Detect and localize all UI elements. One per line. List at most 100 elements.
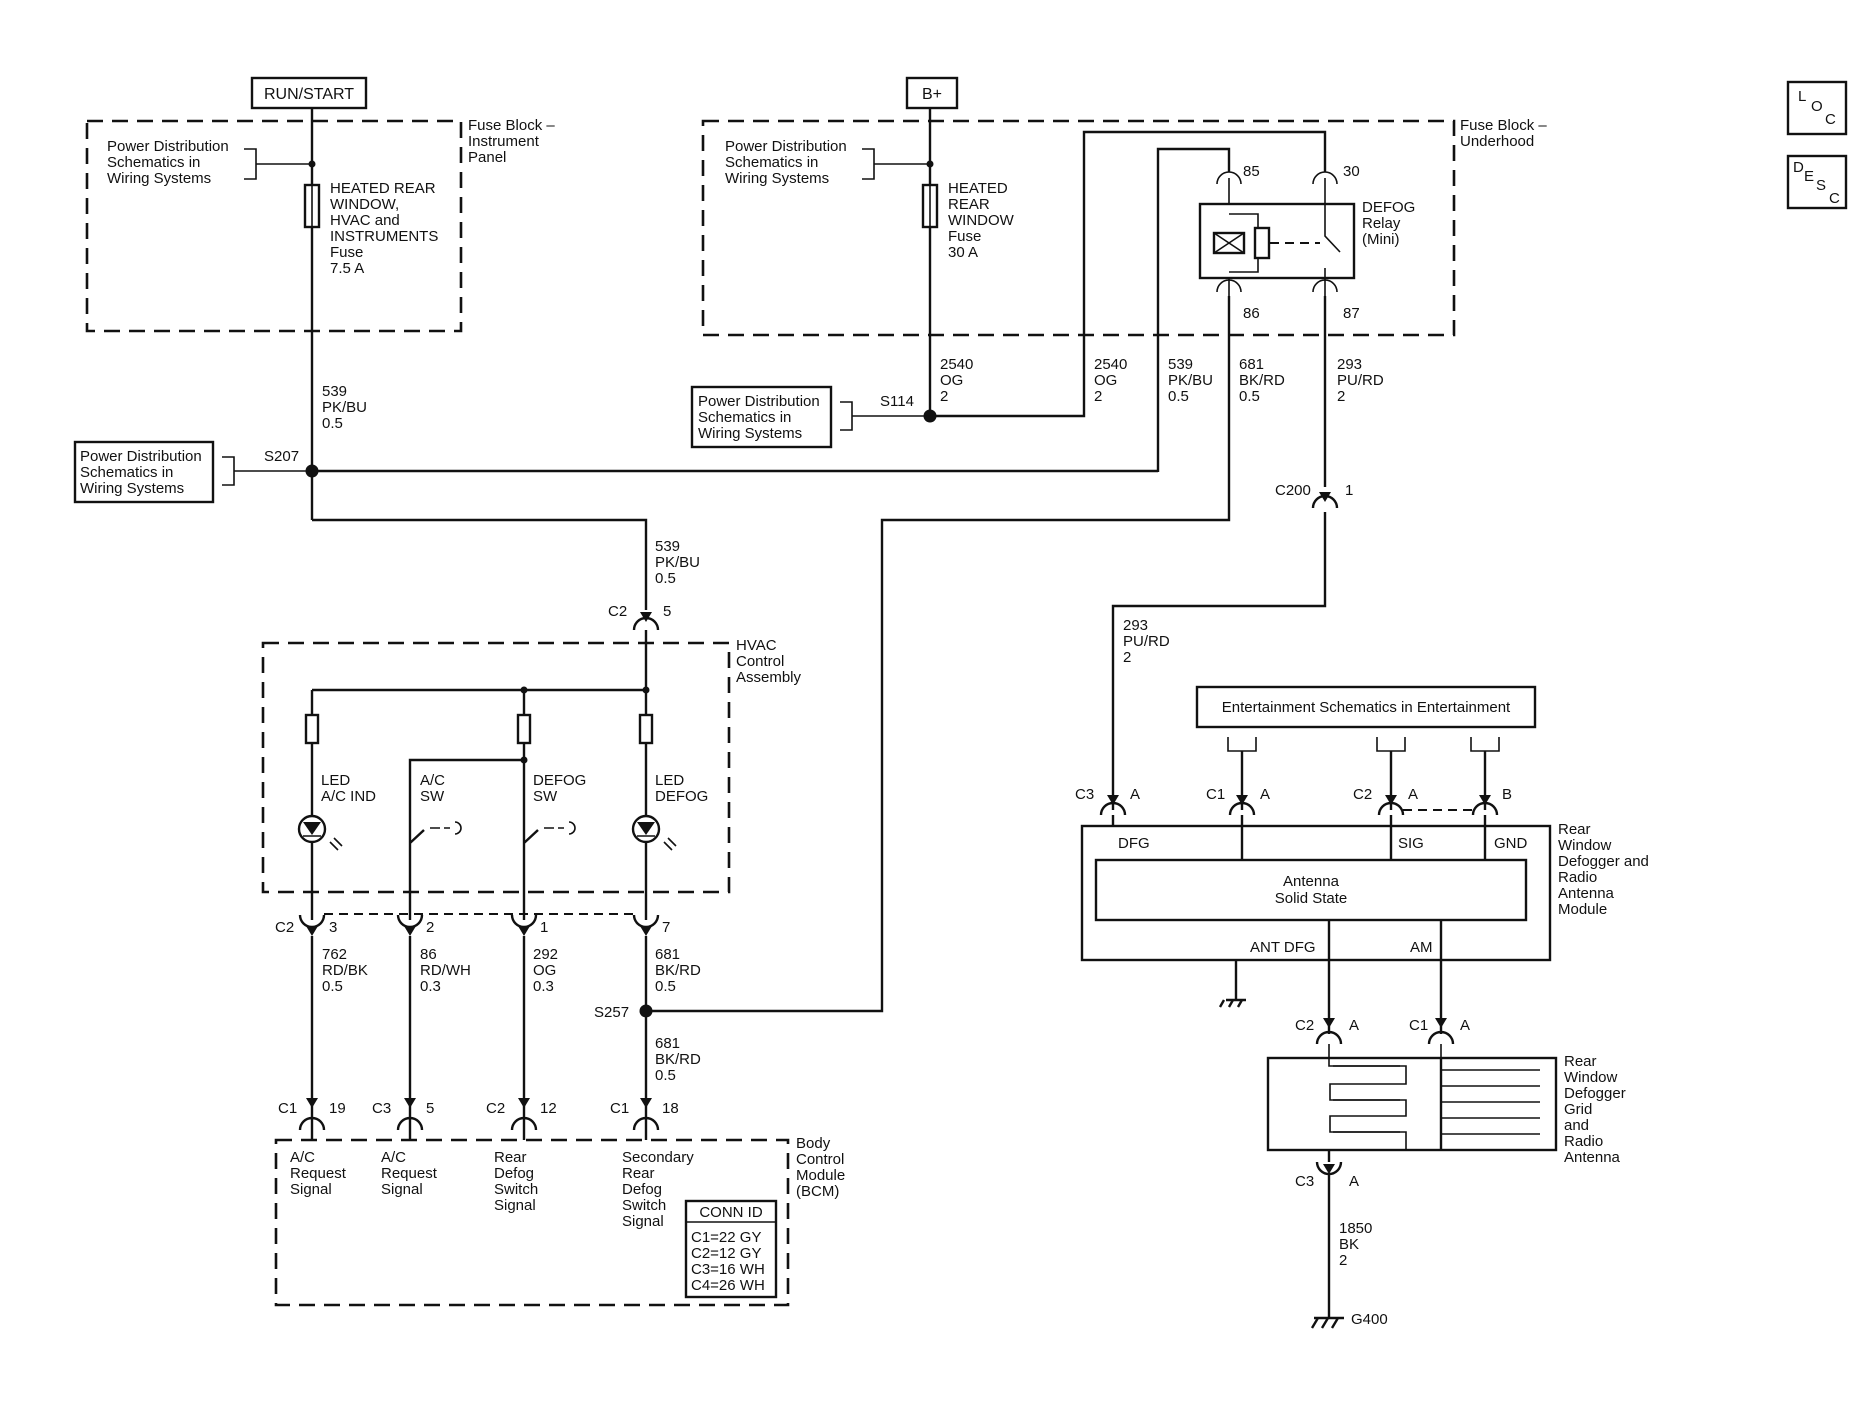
wire-293-purd-a: 293 PU/RD 2 [1337, 356, 1384, 405]
svg-text:539: 539 [655, 538, 680, 555]
svg-text:2: 2 [426, 919, 434, 936]
svg-text:WINDOW: WINDOW [948, 212, 1015, 229]
wire-539-pkbu-c: 539 PK/BU 0.5 [655, 538, 700, 587]
svg-text:Fuse: Fuse [948, 228, 981, 245]
entertainment-reference: Entertainment Schematics in Entertainmen… [1195, 685, 1537, 752]
svg-text:C2: C2 [608, 603, 627, 620]
svg-text:3: 3 [329, 919, 337, 936]
svg-text:A/C: A/C [420, 772, 445, 789]
svg-text:293: 293 [1123, 617, 1148, 634]
svg-text:2: 2 [1339, 1252, 1347, 1269]
svg-text:C1: C1 [278, 1100, 297, 1117]
svg-text:Power Distribution: Power Distribution [725, 138, 847, 155]
wire-681-bkrd-a: 681 BK/RD 0.5 [1239, 356, 1285, 405]
relay-pin-86: 86 [1243, 305, 1260, 322]
svg-text:293: 293 [1337, 356, 1362, 373]
svg-text:C3: C3 [1075, 786, 1094, 803]
svg-text:DEFOG: DEFOG [1362, 199, 1415, 216]
svg-text:C200: C200 [1275, 482, 1311, 499]
svg-text:681: 681 [655, 946, 680, 963]
ac-switch: A/C SW [408, 772, 462, 920]
svg-text:C2=12 GY: C2=12 GY [691, 1245, 761, 1262]
svg-text:S257: S257 [594, 1004, 629, 1021]
svg-text:C1: C1 [1409, 1017, 1428, 1034]
svg-text:S114: S114 [880, 393, 914, 410]
bcm-input-rear-defog-switch: Rear Defog Switch Signal [494, 1149, 538, 1214]
svg-text:Entertainment Schematics in En: Entertainment Schematics in Entertainmen… [1222, 699, 1511, 716]
svg-text:Defog: Defog [622, 1181, 662, 1198]
svg-text:HVAC and: HVAC and [330, 212, 400, 229]
svg-text:INSTRUMENTS: INSTRUMENTS [330, 228, 438, 245]
svg-text:Wiring Systems: Wiring Systems [725, 170, 829, 187]
svg-text:2540: 2540 [940, 356, 973, 373]
connector-c2-5: C2 5 [608, 603, 671, 631]
pds-reference-s114: Power Distribution Schematics in Wiring … [690, 385, 930, 449]
fuse-7-5a: HEATED REAR WINDOW, HVAC and INSTRUMENTS… [303, 180, 438, 277]
relay-pin-85: 85 [1243, 163, 1260, 180]
svg-text:681: 681 [655, 1035, 680, 1052]
fuse-30a: HEATED REAR WINDOW Fuse 30 A [921, 180, 1015, 261]
wire-86-rdwh: 86 RD/WH 0.3 [420, 946, 471, 995]
svg-text:HEATED: HEATED [948, 180, 1008, 197]
svg-text:C2: C2 [275, 919, 294, 936]
desc-button[interactable]: D E S C [1786, 154, 1848, 210]
svg-text:A: A [1260, 786, 1270, 803]
svg-text:0.5: 0.5 [1239, 388, 1260, 405]
svg-text:Panel: Panel [468, 149, 506, 166]
bcm-connectors: C1 19 C3 5 C2 12 C1 18 [278, 1098, 679, 1140]
svg-text:0.5: 0.5 [655, 1067, 676, 1084]
svg-text:Defogger and: Defogger and [1558, 853, 1649, 870]
wire-1850-bk: 1850 BK 2 [1339, 1220, 1372, 1269]
svg-text:0.3: 0.3 [420, 978, 441, 995]
svg-text:Power Distribution: Power Distribution [698, 393, 820, 410]
svg-text:Control: Control [736, 653, 784, 670]
svg-text:LED: LED [321, 772, 350, 789]
svg-text:RUN/START: RUN/START [264, 86, 354, 103]
wire-2540-og-b: 2540 OG 2 [1094, 356, 1127, 405]
svg-text:Relay: Relay [1362, 215, 1401, 232]
svg-text:G400: G400 [1351, 1311, 1388, 1328]
svg-text:OG: OG [1094, 372, 1117, 389]
loc-button[interactable]: L O C [1786, 80, 1848, 136]
svg-text:0.5: 0.5 [322, 415, 343, 432]
svg-text:Rear: Rear [622, 1165, 655, 1182]
svg-text:C: C [1825, 111, 1836, 128]
svg-text:30 A: 30 A [948, 244, 978, 261]
svg-text:Wiring Systems: Wiring Systems [698, 425, 802, 442]
wire-539-pkbu-a: 539 PK/BU 0.5 [322, 383, 367, 432]
svg-text:(Mini): (Mini) [1362, 231, 1400, 248]
svg-text:2: 2 [940, 388, 948, 405]
svg-text:Schematics in: Schematics in [80, 464, 173, 481]
svg-text:19: 19 [329, 1100, 346, 1117]
svg-text:BK/RD: BK/RD [1239, 372, 1285, 389]
svg-text:1: 1 [1345, 482, 1353, 499]
svg-text:Antenna: Antenna [1564, 1149, 1621, 1166]
wire-292-og: 292 OG 0.3 [533, 946, 558, 995]
svg-text:A/C: A/C [290, 1149, 315, 1166]
svg-text:Request: Request [290, 1165, 347, 1182]
svg-text:DEFOG: DEFOG [533, 772, 586, 789]
svg-text:Schematics in: Schematics in [698, 409, 791, 426]
bplus-source: B+ [905, 76, 959, 110]
bcm-input-secondary-rear-defog: Secondary Rear Defog Switch Signal [622, 1149, 694, 1230]
body-control-module: Body Control Module (BCM) [274, 1135, 845, 1307]
svg-text:LED: LED [655, 772, 684, 789]
svg-text:762: 762 [322, 946, 347, 963]
svg-text:Rear: Rear [1564, 1053, 1597, 1070]
svg-text:Rear: Rear [494, 1149, 527, 1166]
svg-text:Antenna: Antenna [1283, 873, 1340, 890]
svg-text:PU/RD: PU/RD [1337, 372, 1384, 389]
wire-681-bkrd-c: 681 BK/RD 0.5 [655, 1035, 701, 1084]
svg-text:292: 292 [533, 946, 558, 963]
connector-c200: C200 1 [1275, 482, 1353, 509]
svg-text:Wiring Systems: Wiring Systems [107, 170, 211, 187]
svg-text:WINDOW,: WINDOW, [330, 196, 399, 213]
wire-681-bkrd-b: 681 BK/RD 0.5 [655, 946, 701, 995]
svg-text:PK/BU: PK/BU [322, 399, 367, 416]
svg-text:HEATED REAR: HEATED REAR [330, 180, 436, 197]
svg-text:Radio: Radio [1558, 869, 1597, 886]
svg-text:C4=26 WH: C4=26 WH [691, 1277, 765, 1294]
svg-text:CONN ID: CONN ID [699, 1204, 763, 1221]
pin-sig: SIG [1398, 835, 1424, 852]
svg-text:(BCM): (BCM) [796, 1183, 839, 1200]
